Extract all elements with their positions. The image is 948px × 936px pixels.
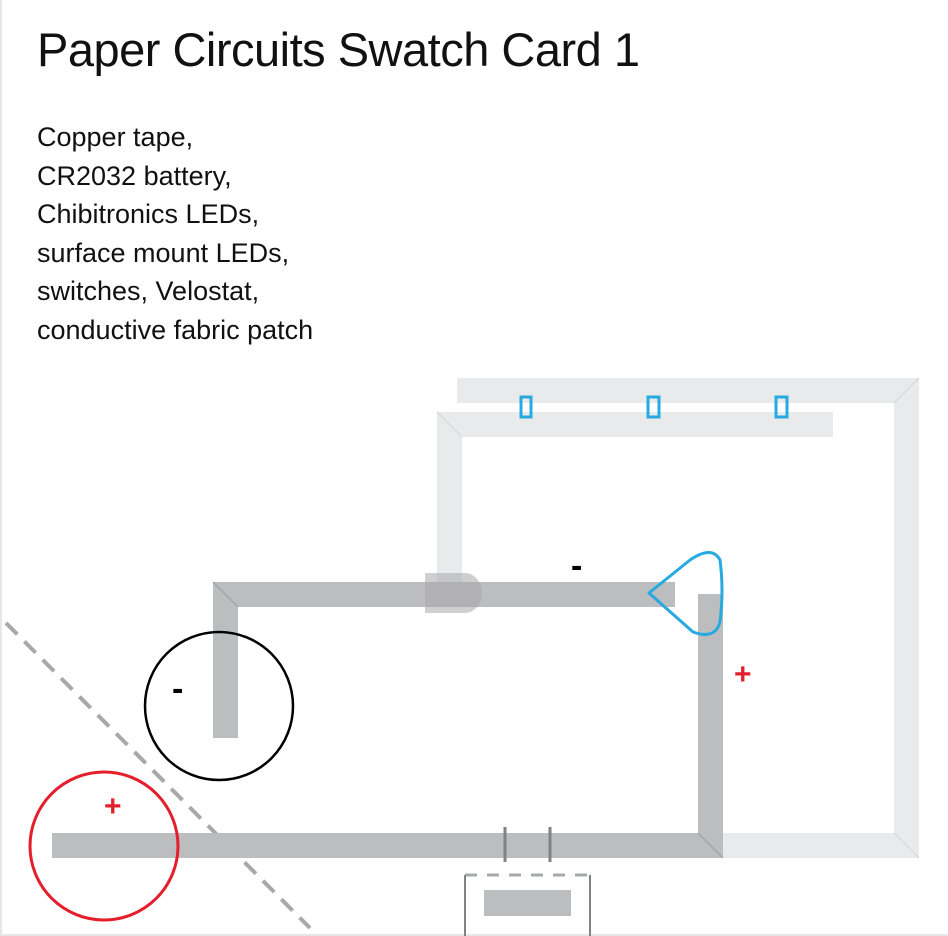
materials-item: conductive fabric patch <box>37 314 314 345</box>
fabric-patch <box>425 573 482 613</box>
back-trace-bottom <box>722 833 919 858</box>
battery-positive-label: + <box>104 790 122 823</box>
trace-negative-down <box>213 582 238 738</box>
switch-flap <box>464 873 591 936</box>
back-trace-miters <box>436 377 920 859</box>
materials-item: Chibitronics LEDs, <box>37 199 260 229</box>
trace-positive-right <box>698 594 723 858</box>
switch-marks <box>503 827 552 862</box>
surface-mount-leds <box>519 395 789 419</box>
materials-item: Copper tape, <box>37 122 194 152</box>
led-positive-label: + <box>734 658 752 691</box>
trace-miters <box>212 581 724 859</box>
smd-led-icon <box>646 395 661 419</box>
back-trace-inner-left <box>437 412 462 590</box>
smd-led-icon <box>774 395 789 419</box>
chibitronics-led-icon <box>647 551 724 636</box>
fold-line <box>4 621 312 930</box>
velostat-pad <box>484 890 571 916</box>
led-negative-label: - <box>571 547 582 585</box>
back-trace-top <box>457 378 919 403</box>
materials-list: Copper tape, CR2032 battery, Chibitronic… <box>37 118 313 349</box>
card-title: Paper Circuits Swatch Card 1 <box>37 23 640 76</box>
back-trace-right <box>894 378 919 858</box>
battery-negative-outline <box>143 630 295 782</box>
battery-negative-label: - <box>172 670 183 708</box>
materials-item: surface mount LEDs, <box>37 237 290 268</box>
materials-item: CR2032 battery, <box>37 160 232 191</box>
back-traces <box>437 378 919 858</box>
materials-item: switches, Velostat, <box>37 276 260 306</box>
trace-positive-bottom <box>52 833 723 858</box>
back-trace-inner-top <box>437 412 833 437</box>
smd-led-icon <box>519 395 533 419</box>
copper-traces <box>52 582 723 916</box>
battery-positive-outline <box>28 770 180 922</box>
